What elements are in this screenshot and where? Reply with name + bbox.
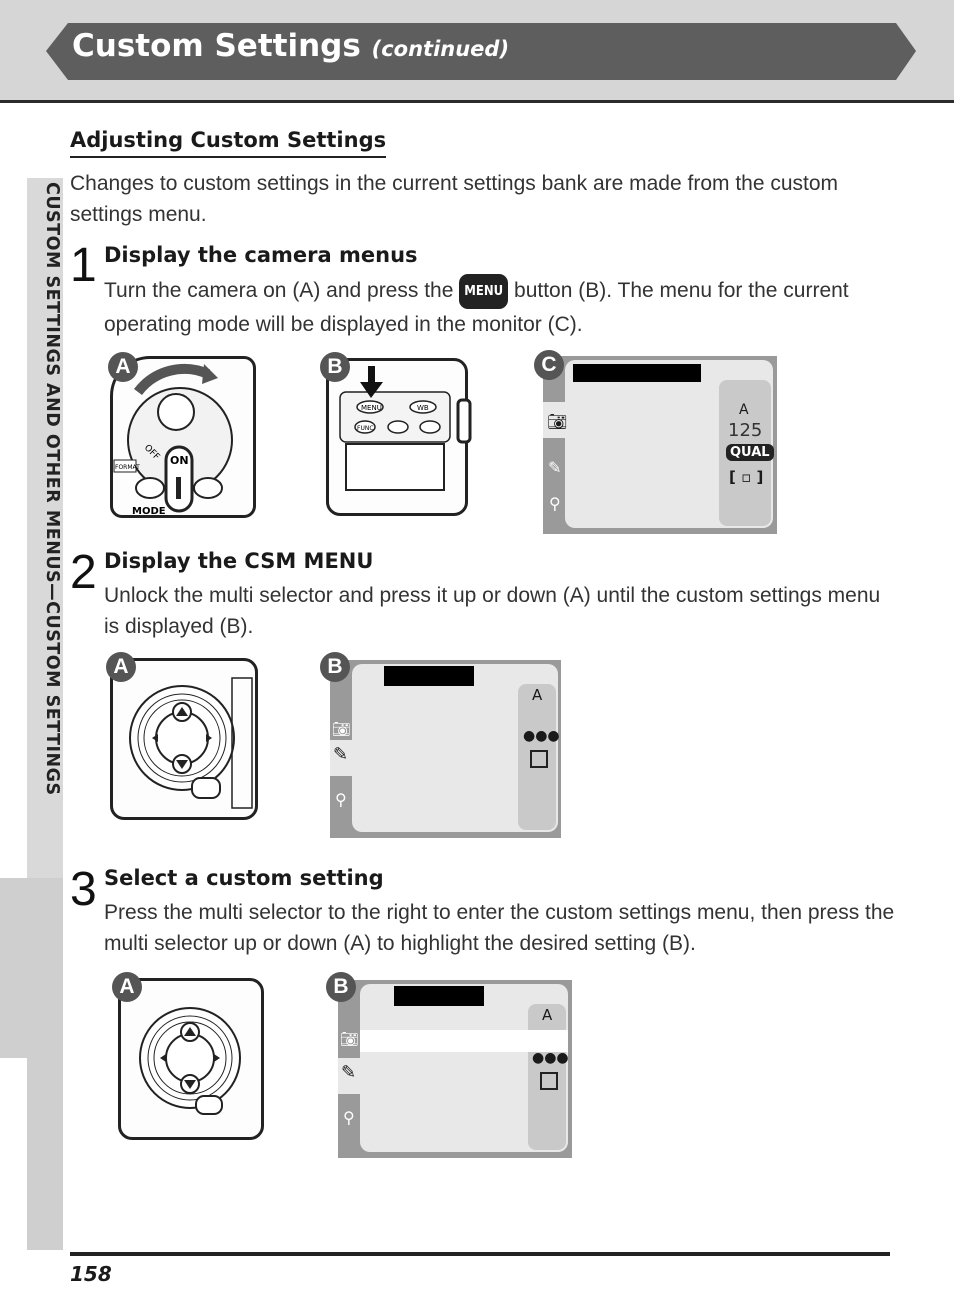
status-af-area: [ ▫ ] bbox=[729, 468, 764, 486]
monitor-frame: A ●●● 📷︎ ✎ ⚲ bbox=[330, 660, 561, 838]
footer-rule bbox=[70, 1252, 890, 1256]
figure-1c-monitor: A 125 QUAL [ ▫ ] 📷︎ ✎ ⚲ C bbox=[534, 350, 778, 536]
camera-icon: 📷︎ bbox=[332, 720, 352, 738]
page-title: Custom Settings (continued) bbox=[72, 28, 509, 64]
status-panel bbox=[528, 1004, 566, 1150]
format-label: FORMAT bbox=[115, 464, 140, 471]
af-area-icon bbox=[530, 750, 548, 768]
status-panel bbox=[518, 684, 556, 830]
custom-tab-highlight bbox=[338, 1058, 360, 1094]
header-banner bbox=[46, 23, 916, 80]
on-label: ON bbox=[170, 454, 189, 467]
figure-1b-badge: B bbox=[320, 352, 350, 382]
step-2-body: Unlock the multi selector and press it u… bbox=[104, 584, 881, 638]
custom-tab-highlight bbox=[330, 740, 352, 776]
monitor-frame: A 125 QUAL [ ▫ ] 📷︎ ✎ ⚲ bbox=[543, 356, 777, 534]
step-3-body: Press the multi selector to the right to… bbox=[104, 901, 895, 955]
multi-selector-illustration bbox=[139, 1007, 241, 1115]
shooting-tab-highlight bbox=[543, 402, 565, 438]
figure-2b-monitor: A ●●● 📷︎ ✎ ⚲ B bbox=[320, 652, 564, 842]
figure-1a-power-switch: ON OFF MODE FORMAT A bbox=[108, 352, 258, 520]
section-intro: Changes to custom settings in the curren… bbox=[70, 172, 839, 226]
func-button-label: FUNC bbox=[357, 425, 374, 432]
camera-icon: 📷︎ bbox=[547, 412, 568, 431]
step-2-heading: Display the CSM MENU bbox=[104, 549, 374, 573]
figure-1a-badge: A bbox=[108, 352, 138, 382]
menu-title-bar bbox=[573, 364, 701, 382]
figure-2a-badge: A bbox=[106, 652, 136, 682]
figure-1b-menu-button: MENU WB FUNC B bbox=[320, 352, 472, 520]
side-tab-marker bbox=[0, 878, 63, 1058]
mode-label: MODE bbox=[132, 506, 166, 517]
status-mode: A bbox=[532, 686, 543, 704]
pencil-icon: ✎ bbox=[341, 1062, 357, 1083]
page-number: 158 bbox=[70, 1262, 112, 1286]
figure-3a-badge: A bbox=[112, 972, 142, 1002]
monitor-frame: A ●●● 📷︎ ✎ ⚲ bbox=[338, 980, 572, 1158]
step-1-body-after: button (B). The menu for the current ope… bbox=[104, 279, 849, 336]
figure-3b-badge: B bbox=[326, 972, 356, 1002]
camera-icon: 📷︎ bbox=[340, 1030, 360, 1048]
step-1-heading: Display the camera menus bbox=[104, 243, 418, 267]
figure-3b-monitor: A ●●● 📷︎ ✎ ⚲ B bbox=[326, 972, 574, 1160]
menu-title-bar bbox=[384, 666, 474, 686]
pencil-icon: ✎ bbox=[548, 458, 562, 477]
step-3-number: 3 bbox=[70, 863, 97, 916]
figure-2a-multi-selector: A bbox=[106, 652, 258, 822]
figure-1c-badge: C bbox=[534, 350, 564, 380]
status-qual: QUAL bbox=[726, 444, 774, 461]
page-subtitle: (continued) bbox=[371, 37, 510, 61]
wb-button-label: WB bbox=[417, 404, 429, 412]
step-1-body-before: Turn the camera on (A) and press the bbox=[104, 279, 454, 302]
figure-3a-multi-selector: A bbox=[112, 972, 266, 1142]
step-2-number: 2 bbox=[70, 546, 97, 599]
step-1-body: Turn the camera on (A) and press the MEN… bbox=[104, 274, 896, 340]
menu-button-illustration: MENU WB FUNC bbox=[339, 366, 472, 491]
power-switch-illustration: ON OFF MODE FORMAT bbox=[113, 363, 233, 517]
menu-button-icon: MENU bbox=[459, 274, 509, 309]
status-shutter: 125 bbox=[728, 420, 763, 441]
section-title: Adjusting Custom Settings bbox=[70, 128, 387, 158]
side-tab-lower bbox=[27, 1058, 63, 1250]
figure-2b-badge: B bbox=[320, 652, 350, 682]
status-mode: A bbox=[739, 402, 749, 418]
wrench-icon: ⚲ bbox=[335, 790, 347, 809]
quality-dots-icon: ●●● bbox=[523, 728, 560, 744]
side-tab-label: CUSTOM SETTINGS AND OTHER MENUS—CUSTOM S… bbox=[42, 182, 62, 796]
menu-button-label: MENU bbox=[361, 404, 382, 412]
wrench-icon: ⚲ bbox=[549, 494, 561, 513]
highlighted-setting-row bbox=[360, 1030, 568, 1052]
page-title-text: Custom Settings bbox=[72, 28, 361, 64]
side-tab-background bbox=[27, 178, 63, 878]
status-mode: A bbox=[542, 1006, 553, 1024]
wrench-icon: ⚲ bbox=[343, 1108, 355, 1127]
menu-title-bar bbox=[394, 986, 484, 1006]
multi-selector-illustration bbox=[129, 677, 253, 809]
pencil-icon: ✎ bbox=[333, 744, 349, 765]
af-area-icon bbox=[540, 1072, 558, 1090]
step-1-number: 1 bbox=[70, 239, 97, 292]
step-3-heading: Select a custom setting bbox=[104, 866, 384, 890]
quality-dots-icon: ●●● bbox=[532, 1050, 569, 1066]
